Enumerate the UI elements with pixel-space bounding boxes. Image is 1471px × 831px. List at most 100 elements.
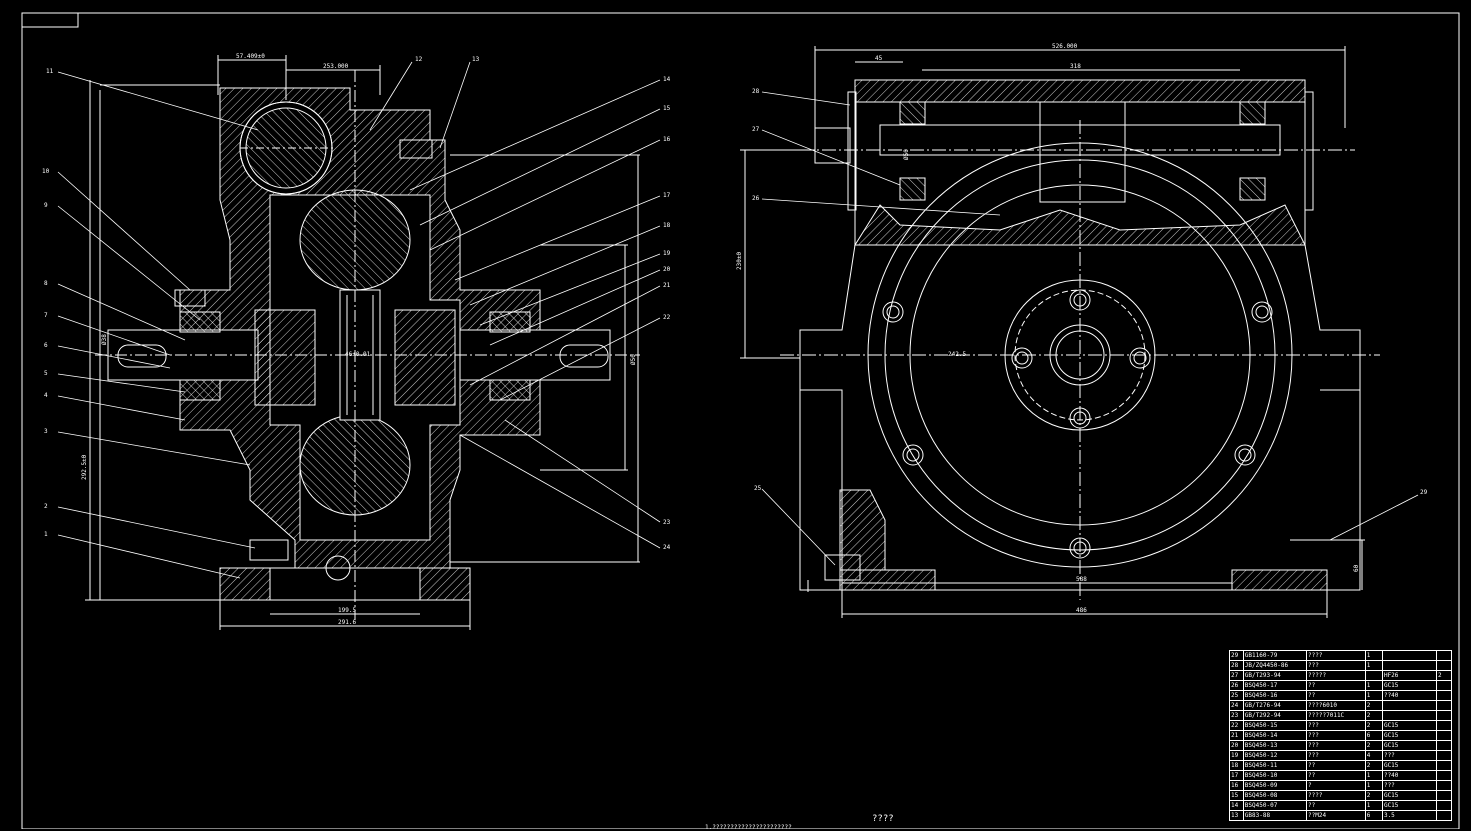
parts-list-cell: ??? bbox=[1306, 660, 1366, 671]
part-number: 3 bbox=[44, 428, 48, 435]
part-number: 25 bbox=[754, 485, 762, 492]
parts-list-cell: 1 bbox=[1364, 650, 1383, 661]
parts-list-cell: 2 bbox=[1364, 740, 1383, 751]
dim-bottom-inner: 199.5 bbox=[338, 607, 356, 614]
parts-list-cell bbox=[1436, 760, 1452, 771]
part-number: 7 bbox=[44, 312, 48, 319]
right-side-view bbox=[740, 46, 1380, 618]
dim-small-right: 60 bbox=[1353, 564, 1360, 572]
parts-list-cell: BSQ450-07 bbox=[1242, 800, 1308, 811]
parts-list-cell: BSQ450-14 bbox=[1242, 730, 1308, 741]
parts-list-cell: ??? bbox=[1306, 740, 1366, 751]
parts-list-cell: 4 bbox=[1364, 750, 1383, 761]
parts-list-cell: 28 bbox=[1229, 660, 1244, 671]
part-number: 20 bbox=[663, 266, 671, 273]
parts-list-cell: BSQ450-16 bbox=[1242, 690, 1308, 701]
dim-shaft: Ø50 bbox=[903, 149, 910, 160]
dim-center-fit: 46±0.01 bbox=[345, 351, 371, 358]
part-number: 28 bbox=[752, 88, 760, 95]
parts-list-cell: GB/T292-94 bbox=[1242, 710, 1308, 721]
parts-list-cell: GB/T276-94 bbox=[1242, 700, 1308, 711]
parts-list-cell bbox=[1381, 650, 1438, 661]
dim-left-vertical: 292.5±0 bbox=[81, 454, 88, 480]
parts-list-cell: ???? bbox=[1306, 650, 1366, 661]
parts-list-cell: JB/ZQ4450-86 bbox=[1242, 660, 1308, 671]
part-number: 9 bbox=[44, 202, 48, 209]
part-number: 10 bbox=[42, 168, 50, 175]
parts-list-cell: ?????7011C bbox=[1306, 710, 1366, 721]
part-number: 2 bbox=[44, 503, 48, 510]
dim-top-small-right: 45 bbox=[875, 55, 883, 62]
parts-list-cell bbox=[1436, 780, 1452, 791]
parts-list-cell bbox=[1436, 790, 1452, 801]
part-number: 17 bbox=[663, 192, 671, 199]
parts-list-cell bbox=[1436, 700, 1452, 711]
parts-list-cell: ??? bbox=[1306, 720, 1366, 731]
parts-list-cell: 2 bbox=[1364, 720, 1383, 731]
parts-list-cell: 26 bbox=[1229, 680, 1244, 691]
parts-list-cell: 15 bbox=[1229, 790, 1244, 801]
part-number: 12 bbox=[415, 56, 423, 63]
parts-list-cell: 3.5 bbox=[1381, 810, 1438, 821]
parts-list-cell: 6 bbox=[1364, 810, 1383, 821]
parts-list-cell: BSQ450-13 bbox=[1242, 740, 1308, 751]
part-number: 1 bbox=[44, 531, 48, 538]
parts-list-cell bbox=[1436, 810, 1452, 821]
part-number: 22 bbox=[663, 314, 671, 321]
parts-list-cell bbox=[1381, 660, 1438, 671]
dim-bottom-outer-right: 486 bbox=[1076, 607, 1087, 614]
parts-list-cell: 1 bbox=[1364, 800, 1383, 811]
parts-list-cell: ??? bbox=[1306, 730, 1366, 741]
drawing-title: ???? bbox=[872, 814, 894, 824]
parts-list-cell bbox=[1436, 770, 1452, 781]
left-section-view bbox=[85, 55, 640, 630]
right-view-leaders bbox=[761, 91, 1419, 566]
left-view-leaders bbox=[57, 61, 661, 579]
part-number: 21 bbox=[663, 282, 671, 289]
part-number: 5 bbox=[44, 370, 48, 377]
sheet-border bbox=[21, 12, 1460, 829]
parts-list-cell: 2 bbox=[1364, 700, 1383, 711]
part-number: 19 bbox=[663, 250, 671, 257]
parts-list-cell: BSQ450-15 bbox=[1242, 720, 1308, 731]
dim-top-overall: 526.000 bbox=[1052, 43, 1078, 50]
parts-list-cell bbox=[1436, 730, 1452, 741]
parts-list-cell: 2 bbox=[1364, 760, 1383, 771]
part-number: 16 bbox=[663, 136, 671, 143]
parts-list-cell: 13 bbox=[1229, 810, 1244, 821]
parts-list-cell: 24 bbox=[1229, 700, 1244, 711]
parts-list-cell bbox=[1436, 710, 1452, 721]
right-dimension-labels: 526.000 45 318 230±0 242.5 588 486 60 Ø5… bbox=[736, 43, 1360, 614]
parts-list-cell: GB83-88 bbox=[1242, 810, 1308, 821]
dim-right-fit: Ø50 bbox=[630, 354, 637, 365]
parts-list-cell: 6 bbox=[1364, 730, 1383, 741]
part-number: 29 bbox=[1420, 489, 1428, 496]
parts-list-cell: BSQ450-12 bbox=[1242, 750, 1308, 761]
parts-list-cell: 17 bbox=[1229, 770, 1244, 781]
part-number: 13 bbox=[472, 56, 480, 63]
parts-list-cell: GC15 bbox=[1381, 760, 1438, 771]
corner-tag bbox=[21, 12, 79, 28]
parts-list-cell: ?? bbox=[1306, 760, 1366, 771]
parts-list-cell: ?? bbox=[1306, 770, 1366, 781]
part-number: 23 bbox=[663, 519, 671, 526]
parts-list-cell: 16 bbox=[1229, 780, 1244, 791]
left-part-numbers: 11 10 9 8 7 6 5 4 3 2 1 12 13 14 15 16 1… bbox=[42, 56, 671, 551]
parts-list-cell: BSQ450-11 bbox=[1242, 760, 1308, 771]
dim-center-height: 242.5 bbox=[948, 351, 966, 358]
part-number: 14 bbox=[663, 76, 671, 83]
parts-list-cell: ?? bbox=[1306, 680, 1366, 691]
parts-list-cell: 1 bbox=[1364, 780, 1383, 791]
parts-list-cell: ??? bbox=[1306, 750, 1366, 761]
parts-list-cell: 1 bbox=[1364, 770, 1383, 781]
parts-list-cell bbox=[1381, 700, 1438, 711]
